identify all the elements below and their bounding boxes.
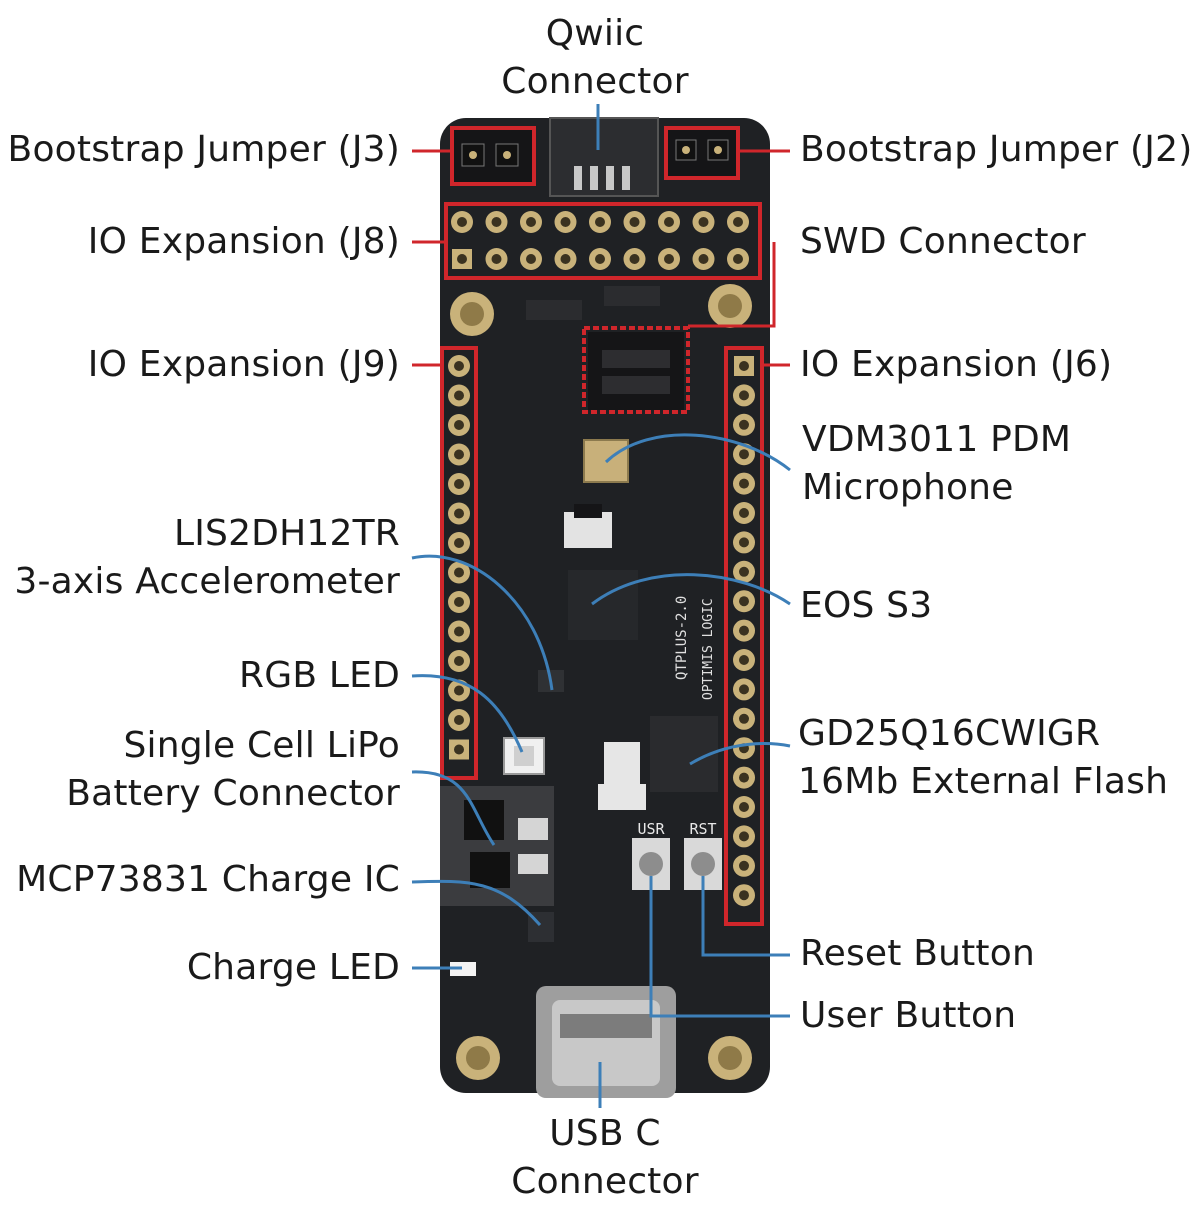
qwiic-label-line1: Qwiic [545,13,645,54]
header-pad-hole [739,625,749,636]
board-name-silkscreen: QTPLUS-2.0 [674,596,690,680]
eos-s3-label: EOS S3 [800,585,933,626]
user-button-label: User Button [800,995,1017,1036]
header-pad-hole [733,217,743,227]
external-flash-label-line2: 16Mb External Flash [798,761,1169,802]
io-expansion-j8-header [451,211,749,270]
header-pad-hole [560,217,571,227]
header-pad-hole [595,254,605,264]
header-pad-hole [739,508,749,518]
header-pad-hole [739,478,749,489]
charge-led-label: Charge LED [186,947,400,988]
battery-connector-label-line1: Single Cell LiPo [123,725,400,766]
charge-led [450,962,476,976]
charge-ic-label: MCP73831 Charge IC [16,859,400,900]
eos-s3-chip [568,570,638,640]
header-pad-hole [739,596,749,607]
header-pad-hole [739,860,749,871]
accelerometer-label-line1: LIS2DH12TR [173,513,400,554]
io-expansion-j9-label: IO Expansion (J9) [87,344,400,385]
external-flash-label-line1: GD25Q16CWIGR [798,713,1101,754]
io-expansion-j8-label: IO Expansion (J8) [87,221,400,262]
header-pad-hole [739,361,749,371]
header-pad-hole [739,890,749,901]
header-pad-hole [454,361,464,371]
header-pad-hole [739,449,749,460]
usb-c-label-line2: Connector [511,1161,699,1202]
rst-silkscreen: RST [689,820,716,838]
header-pad-hole [739,390,749,401]
accelerometer-label-line2: 3-axis Accelerometer [14,561,400,602]
qwiic-label-line2: Connector [501,61,689,102]
microphone-label-line1: VDM3011 PDM [802,419,1072,460]
io-expansion-j9-header [448,355,470,760]
external-flash-label: GD25Q16CWIGR 16Mb External Flash [798,710,1168,806]
header-pad-hole [739,537,749,548]
header-pad-hole [739,419,749,430]
header-pad-hole [629,254,640,264]
microphone-label-line2: Microphone [802,467,1014,508]
header-pad-hole [457,254,467,264]
header-pad-hole [664,254,674,264]
header-pad-hole [739,566,749,577]
swd-connector-label: SWD Connector [800,221,1086,262]
header-pad-hole [491,217,502,227]
accelerometer-label: LIS2DH12TR 3-axis Accelerometer [0,510,400,606]
header-pad-hole [454,626,464,637]
battery-connector-label: Single Cell LiPo Battery Connector [0,722,400,818]
header-pad-hole [454,715,464,725]
io-expansion-j6-header [733,356,755,907]
bootstrap-j3-label: Bootstrap Jumper (J3) [7,129,400,170]
header-pad-hole [739,802,749,812]
header-pad-hole [491,254,502,264]
header-pad-hole [454,538,464,548]
qwiic-connector [549,117,659,197]
header-pad-hole [560,254,571,264]
usb-c-label: USB C Connector [480,1110,730,1206]
header-pad-hole [454,508,464,519]
brand-silkscreen: OPTIMIS LOGIC [701,598,716,700]
header-pad-hole [664,217,674,227]
header-pad-hole [739,655,749,665]
header-pad-hole [457,217,467,227]
qwiic-label: Qwiic Connector [470,10,720,106]
bootstrap-jumper-j3 [450,126,536,186]
header-pad-hole [454,479,464,489]
header-pad-hole [454,597,464,607]
header-pad-hole [454,390,464,401]
header-pad-hole [454,420,464,430]
header-pad-hole [454,685,464,696]
reset-button-label: Reset Button [800,933,1035,974]
bootstrap-jumper-j2 [664,126,740,180]
lipo-battery-connector [440,786,554,906]
header-pad-hole [595,217,605,227]
swd-connector [582,326,690,414]
header-pad-hole [454,744,464,755]
blue-leader-lines [411,104,791,1108]
red-leader-lines [412,149,790,367]
header-pad-hole [629,217,640,227]
rgb-led-label: RGB LED [239,655,400,696]
header-pad-hole [739,684,749,695]
battery-connector-label-line2: Battery Connector [66,773,400,814]
usb-c-label-line1: USB C [549,1113,661,1154]
usr-silkscreen: USR [637,820,665,838]
header-pad-hole [698,254,709,264]
header-pad-hole [526,254,536,264]
header-pad-hole [454,656,464,666]
usb-c-connector [536,986,676,1098]
header-pad-hole [454,449,464,460]
header-pad-hole [739,831,749,842]
io-expansion-j6-label: IO Expansion (J6) [800,344,1113,385]
microphone-label: VDM3011 PDM Microphone [802,416,1071,512]
header-pad-hole [454,567,464,578]
header-pad-hole [739,713,749,724]
header-pad-hole [698,217,709,227]
header-pad-hole [733,254,743,264]
header-pad-hole [526,217,536,227]
header-pad-hole [739,772,749,783]
bootstrap-j2-label: Bootstrap Jumper (J2) [800,129,1193,170]
